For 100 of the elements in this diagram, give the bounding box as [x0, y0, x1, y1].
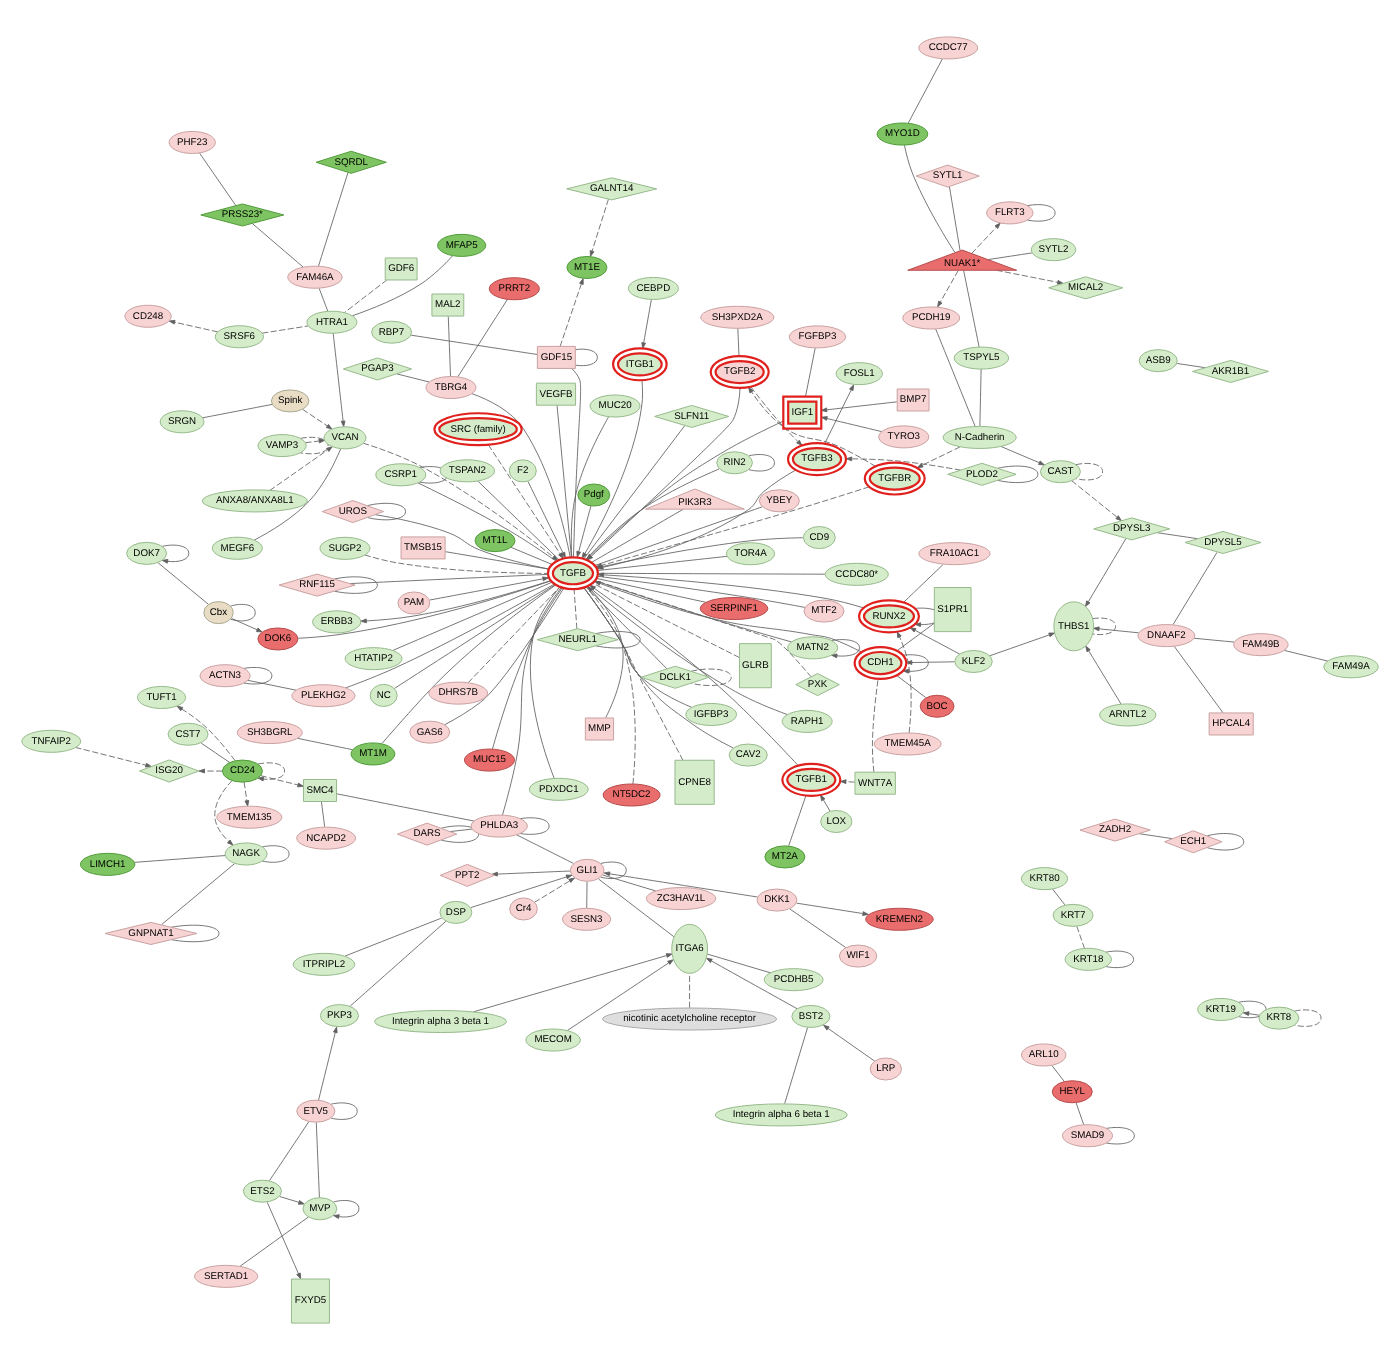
arrow: [831, 638, 860, 658]
arrow: [470, 873, 573, 907]
arrow: [840, 778, 856, 784]
connector: [597, 574, 806, 607]
connector: [1156, 531, 1198, 539]
connector: [1173, 645, 1224, 713]
arrow: [1085, 537, 1127, 606]
connector: [1283, 648, 1329, 661]
connector: [161, 862, 236, 925]
arrow: [1071, 479, 1122, 521]
connector: [597, 571, 826, 574]
connector: [336, 792, 475, 821]
arrow: [243, 780, 250, 806]
connector: [1238, 999, 1267, 1018]
connector: [492, 586, 563, 749]
connector: [344, 278, 388, 313]
connector: [417, 481, 557, 561]
connector: [979, 367, 982, 426]
connector: [1105, 1126, 1135, 1144]
connector: [349, 572, 549, 583]
connector: [1076, 925, 1085, 948]
arrow: [198, 767, 223, 773]
connector: [963, 269, 980, 347]
arrow: [1242, 1010, 1260, 1015]
connector: [1172, 550, 1218, 624]
connector: [254, 447, 342, 540]
arrow: [823, 1023, 876, 1061]
arrow: [589, 197, 609, 256]
connector: [1092, 616, 1116, 634]
connector: [297, 579, 552, 638]
arrow: [231, 617, 263, 632]
arrow: [266, 1200, 302, 1279]
connector: [903, 563, 944, 602]
arrow: [937, 269, 959, 307]
connector: [392, 580, 553, 650]
connector: [935, 327, 976, 426]
connector: [333, 575, 378, 593]
arrow: [603, 870, 758, 897]
connector: [321, 800, 326, 827]
connector: [706, 952, 771, 973]
connector: [410, 333, 538, 354]
arrow: [332, 331, 346, 427]
connector: [1294, 1008, 1322, 1026]
connector: [444, 587, 565, 725]
connector: [510, 545, 553, 564]
connector: [170, 923, 220, 942]
arrow: [905, 659, 956, 664]
connector: [297, 736, 354, 750]
connector: [1105, 949, 1134, 968]
arrow: [1000, 445, 1045, 465]
arrow: [824, 383, 855, 443]
connector: [519, 816, 550, 834]
connector: [573, 587, 578, 629]
arrow: [820, 793, 831, 811]
connector: [516, 833, 574, 863]
connector: [748, 453, 775, 471]
connector: [949, 185, 961, 250]
connector: [318, 286, 329, 311]
connector: [591, 507, 684, 562]
connector: [447, 315, 451, 376]
arrow: [305, 437, 326, 443]
arrow: [750, 385, 803, 445]
connector: [202, 402, 273, 418]
arrow: [269, 445, 333, 490]
arrow: [896, 630, 912, 733]
arrow: [168, 318, 219, 332]
connector: [477, 479, 560, 560]
connector: [444, 550, 550, 569]
connector: [598, 877, 675, 937]
connector: [200, 741, 231, 762]
connector: [364, 553, 549, 573]
connector: [134, 854, 226, 862]
arrow: [176, 704, 236, 760]
connector: [571, 367, 582, 557]
connector: [199, 151, 237, 206]
connector: [586, 880, 588, 908]
connector: [987, 251, 1033, 259]
connector: [997, 464, 1039, 482]
connector: [789, 907, 847, 947]
connector: [269, 1120, 310, 1181]
arrow: [796, 901, 869, 915]
connector: [896, 674, 927, 697]
arrow: [706, 956, 798, 1009]
connector: [300, 435, 329, 454]
connector: [1075, 1101, 1085, 1125]
arrow: [909, 626, 960, 654]
connector: [261, 844, 290, 862]
arrow: [473, 952, 673, 1012]
connector: [529, 585, 561, 778]
arrow: [996, 268, 1064, 284]
arrow: [971, 221, 1001, 253]
connector: [1027, 203, 1056, 221]
connector: [230, 602, 256, 621]
connector: [1193, 636, 1235, 642]
connector: [574, 347, 598, 366]
connector: [805, 346, 816, 397]
arrow: [534, 876, 575, 902]
connector: [252, 222, 304, 267]
connector: [396, 372, 430, 382]
connector: [784, 1026, 808, 1104]
